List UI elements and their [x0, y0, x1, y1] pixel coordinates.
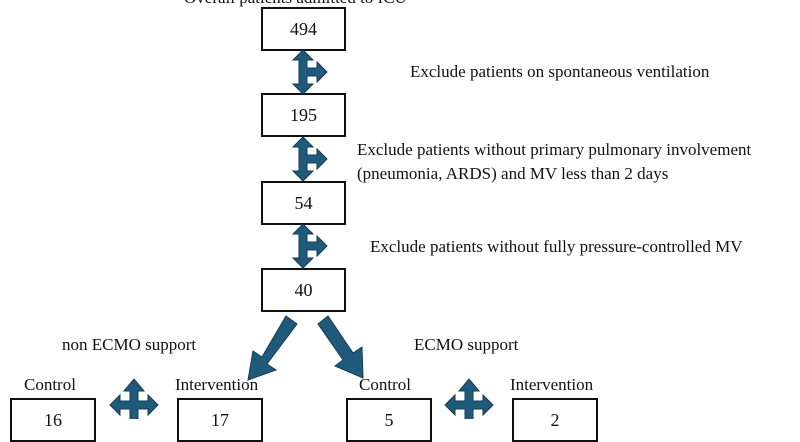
branch-arrow-icon-1: [292, 49, 328, 95]
box-40: 40: [261, 268, 346, 312]
group-label-non-ecmo: non ECMO support: [62, 335, 197, 354]
branch-arrow-icon-2: [292, 136, 328, 182]
bidirectional-arrow-icon-non-ecmo: [109, 378, 159, 419]
exclusion-1: Exclude patients on spontaneous ventilat…: [410, 62, 710, 81]
branch-arrow-icon-3: [292, 223, 328, 269]
bidirectional-arrow-icon-ecmo: [444, 378, 494, 419]
box-54: 54: [261, 181, 346, 225]
exclusion-2-line2: (pneumonia, ARDS) and MV less than 2 day…: [357, 164, 669, 183]
control-label-1: Control: [24, 375, 76, 394]
exclusion-3: Exclude patients without fully pressure-…: [370, 237, 743, 256]
title: Overall patients admitted to ICU: [184, 0, 407, 8]
split-arrow-right-icon: [317, 315, 364, 379]
exclusion-2-line1: Exclude patients without primary pulmona…: [357, 140, 752, 159]
intervention-label-1: Intervention: [175, 375, 259, 394]
split-arrow-left-icon: [247, 315, 298, 381]
control-label-2: Control: [359, 375, 411, 394]
group-label-ecmo: ECMO support: [414, 335, 519, 354]
arrows-layer: [109, 49, 494, 419]
box-195: 195: [261, 93, 346, 137]
box-494: 494: [261, 7, 346, 51]
intervention-label-2: Intervention: [510, 375, 594, 394]
